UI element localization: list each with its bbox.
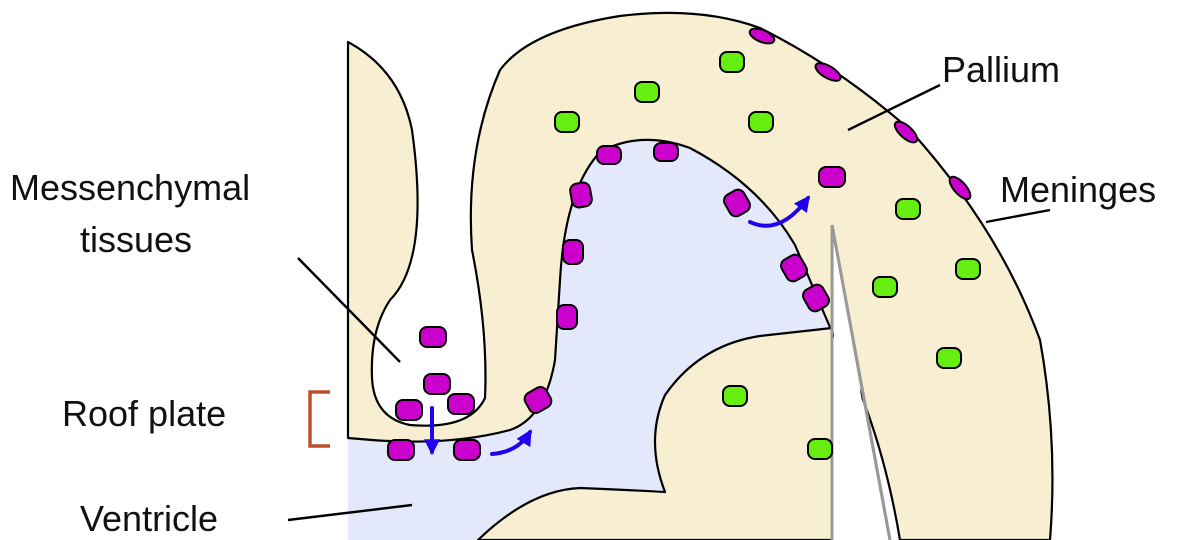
pallium-label: Pallium xyxy=(942,48,1060,91)
ventricle-label: Ventricle xyxy=(80,497,218,540)
meninges-leader xyxy=(986,210,1050,222)
mesenchymal-label-line2: tissues xyxy=(80,218,192,261)
meninges-label: Meninges xyxy=(1000,168,1156,211)
mesenchymal-label-line1: Messenchymal xyxy=(10,166,250,209)
roof-plate-label: Roof plate xyxy=(62,392,226,435)
roof-plate-bracket xyxy=(310,392,330,446)
